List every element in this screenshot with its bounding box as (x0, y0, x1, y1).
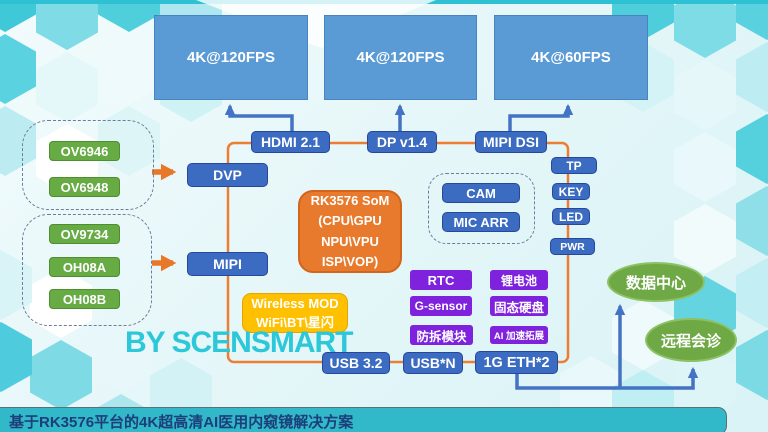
sensor-ov6948: OV6948 (49, 177, 120, 197)
telemedicine-node: 远程会诊 (645, 318, 737, 362)
usbn-connector: USB*N (403, 352, 463, 374)
mipi-dsi-connector: MIPI DSI (475, 131, 547, 153)
arrow-mipidsi-to-display3 (508, 103, 574, 131)
key-box: KEY (552, 183, 590, 200)
display-box-2: 4K@120FPS (324, 15, 477, 100)
sensor-ov6946: OV6946 (49, 141, 120, 161)
display-box-3: 4K@60FPS (494, 15, 648, 100)
rk3576-soc: RK3576 SoM (CPU\GPU NPU\VPU ISP\VOP) (298, 190, 402, 273)
dvp-connector: DVP (187, 163, 268, 187)
cam-box: CAM (442, 183, 520, 203)
arrow-eth-to-telemedicine (515, 366, 699, 390)
tp-box: TP (551, 157, 597, 174)
battery-module: 锂电池 (490, 270, 548, 290)
soc-line4: ISP\VOP) (321, 253, 379, 269)
mipi-connector: MIPI (187, 252, 268, 276)
wireless-line1: Wireless MOD (251, 295, 339, 311)
sensor-group-2 (22, 214, 152, 326)
eth-connector: 1G ETH*2 (475, 351, 558, 374)
footer-bar: 基于RK3576平台的4K超高清AI医用内窥镜解决方案 (0, 407, 727, 432)
rtc-module: RTC (410, 270, 472, 290)
datacenter-node: 数据中心 (607, 262, 705, 302)
sensor-group-1 (22, 120, 154, 210)
sensor-oh08a: OH08A (49, 257, 120, 277)
watermark: BY SCENSMART (125, 326, 353, 359)
arrow-hdmi-to-display1 (224, 103, 294, 131)
ai-extension-module: AI 加速拓展 (490, 326, 548, 344)
av-group (428, 173, 535, 244)
wireless-line2: WiFi\BT\星闪 (256, 315, 334, 330)
sensor-ov9734: OV9734 (49, 224, 120, 244)
display-box-1: 4K@120FPS (154, 15, 308, 100)
soc-line1: RK3576 SoM (310, 193, 390, 209)
usb32-connector: USB 3.2 (322, 352, 390, 374)
hdmi-connector: HDMI 2.1 (251, 131, 330, 153)
tamper-module: 防拆模块 (410, 325, 473, 345)
footer-title: 基于RK3576平台的4K超高清AI医用内窥镜解决方案 (9, 413, 354, 431)
wireless-module: Wireless MOD WiFi\BT\星闪 (242, 293, 348, 333)
dp-connector: DP v1.4 (367, 131, 437, 153)
gsensor-module: G-sensor (410, 296, 472, 316)
sensor-oh08b: OH08B (49, 289, 120, 309)
mic-arr-box: MIC ARR (442, 212, 520, 232)
soc-line2: (CPU\GPU (318, 213, 382, 229)
pwr-box: PWR (550, 238, 595, 255)
ssd-module: 固态硬盘 (490, 296, 548, 316)
led-box: LED (552, 208, 590, 225)
soc-line3: NPU\VPU (321, 233, 379, 249)
